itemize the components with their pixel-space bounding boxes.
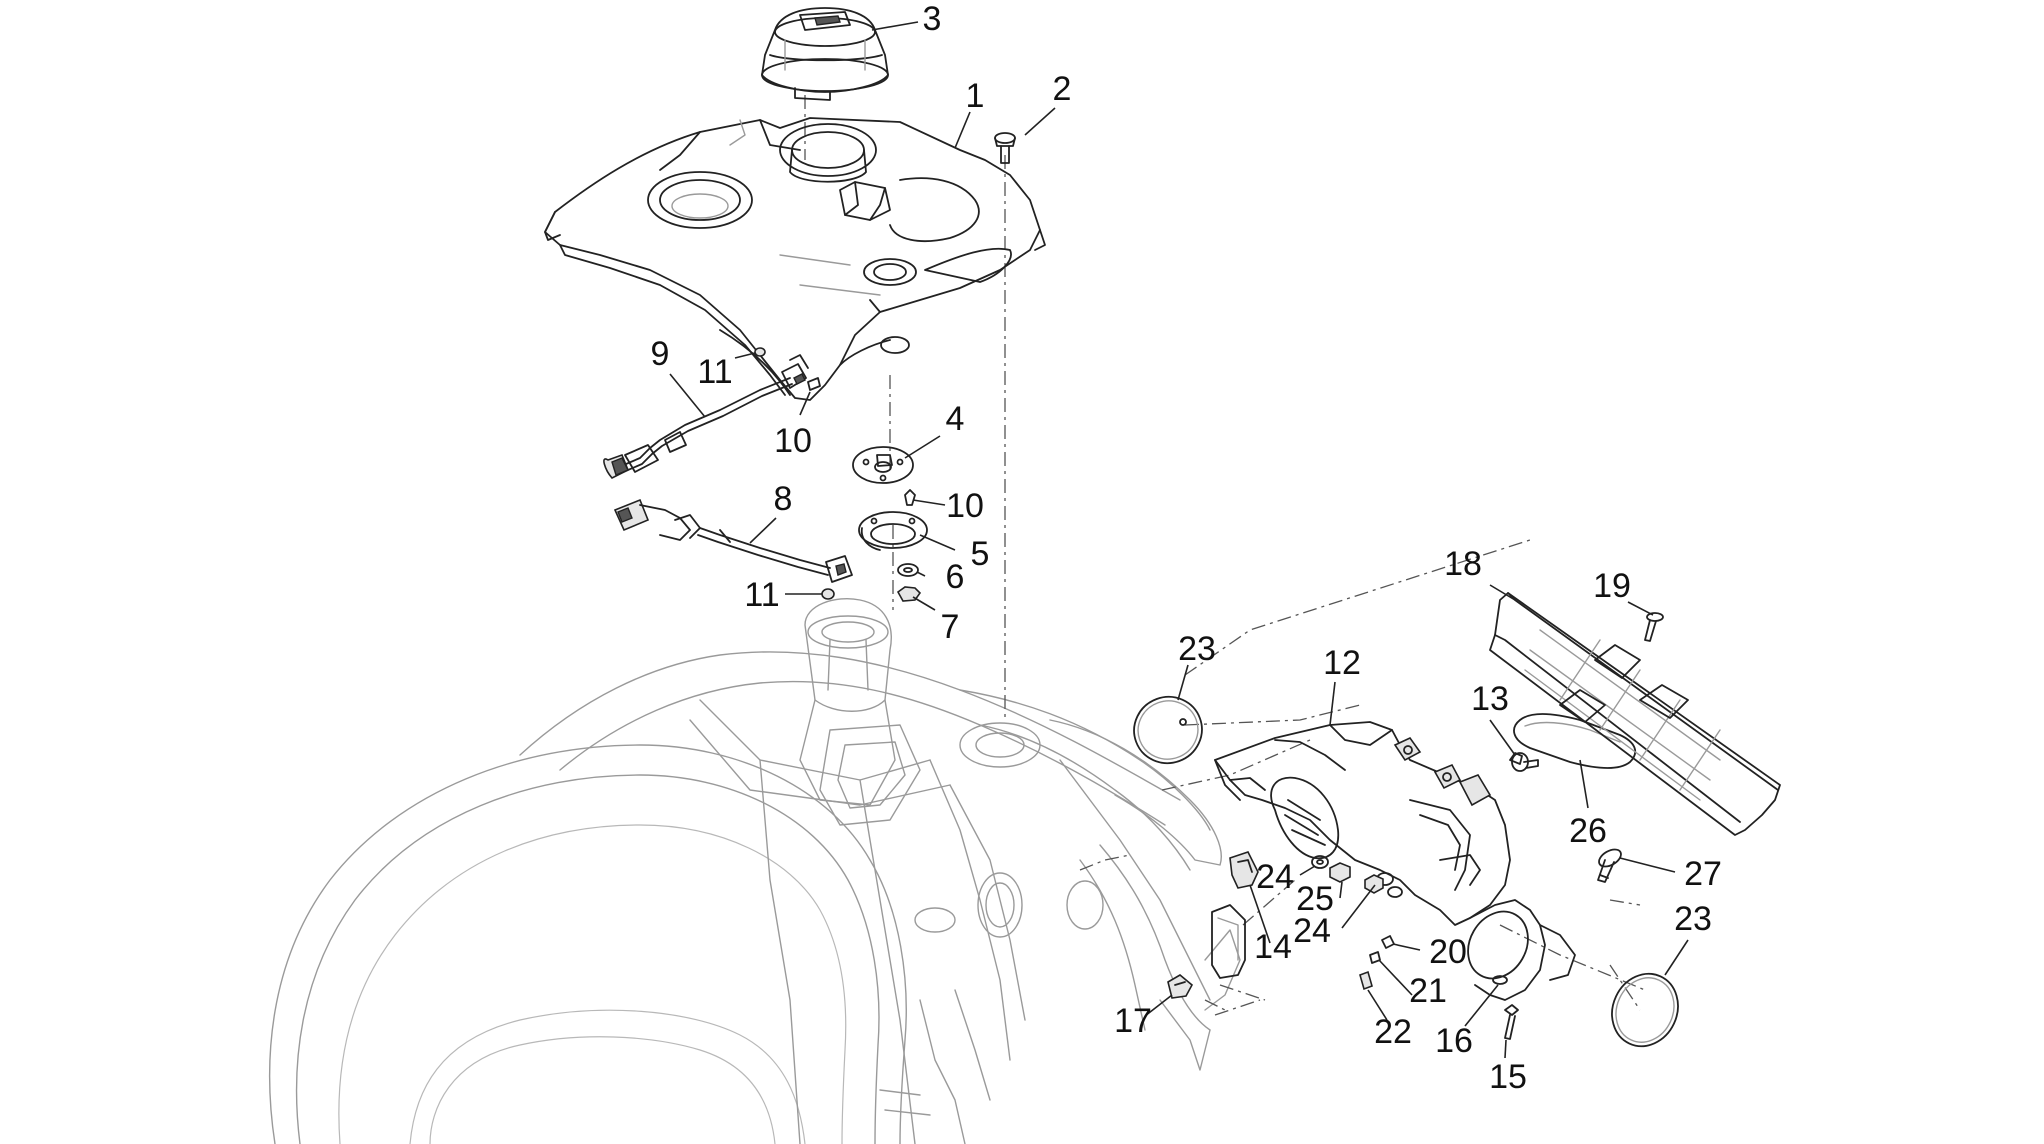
leader-lines — [669, 21, 1689, 1059]
callout-16: 16 — [1435, 1022, 1473, 1060]
callout-18: 18 — [1444, 545, 1482, 583]
callout-3: 3 — [923, 0, 942, 38]
callout-21: 21 — [1409, 972, 1447, 1010]
callout-7: 7 — [941, 608, 960, 646]
callout-27: 27 — [1684, 855, 1722, 893]
part-2-screw-drawing — [994, 132, 1016, 164]
callout-10: 10 — [946, 487, 984, 525]
callout-25: 25 — [1296, 880, 1334, 918]
right-hardware-drawing — [1133, 592, 1781, 1048]
callout-17: 17 — [1114, 1002, 1152, 1040]
callout-8: 8 — [774, 480, 793, 518]
callout-4: 4 — [946, 400, 965, 438]
callout-labels: 3 1 2 9 11 10 4 10 8 5 6 11 7 18 19 23 1… — [651, 0, 1722, 1096]
callout-11: 11 — [697, 353, 732, 391]
scooter-frame-drawing — [269, 598, 1241, 1144]
callout-20: 20 — [1429, 933, 1467, 971]
part-3-fuel-cap-drawing — [761, 7, 889, 101]
callout-9: 9 — [651, 335, 670, 373]
callout-24: 24 — [1293, 912, 1331, 950]
part-8-cable-drawing — [613, 498, 853, 583]
part-1-rear-cover-drawing — [544, 117, 1046, 401]
left-hardware-drawing — [754, 347, 928, 602]
assembly-axis-lines — [804, 95, 1646, 1016]
callout-13: 13 — [1471, 680, 1509, 718]
callout-1: 1 — [966, 77, 985, 115]
callout-11: 11 — [744, 576, 779, 614]
callout-14: 14 — [1254, 928, 1292, 966]
callout-6: 6 — [946, 558, 965, 596]
callout-10: 10 — [774, 422, 812, 460]
callout-2: 2 — [1053, 70, 1072, 108]
callout-26: 26 — [1569, 812, 1607, 850]
callout-15: 15 — [1489, 1058, 1527, 1096]
callout-24: 24 — [1256, 858, 1294, 896]
part-9-cable-drawing — [603, 354, 809, 479]
callout-12: 12 — [1323, 644, 1361, 682]
callout-23: 23 — [1178, 630, 1216, 668]
callout-5: 5 — [971, 535, 990, 573]
callout-22: 22 — [1374, 1013, 1412, 1051]
callout-23: 23 — [1674, 900, 1712, 938]
callout-19: 19 — [1593, 567, 1631, 605]
